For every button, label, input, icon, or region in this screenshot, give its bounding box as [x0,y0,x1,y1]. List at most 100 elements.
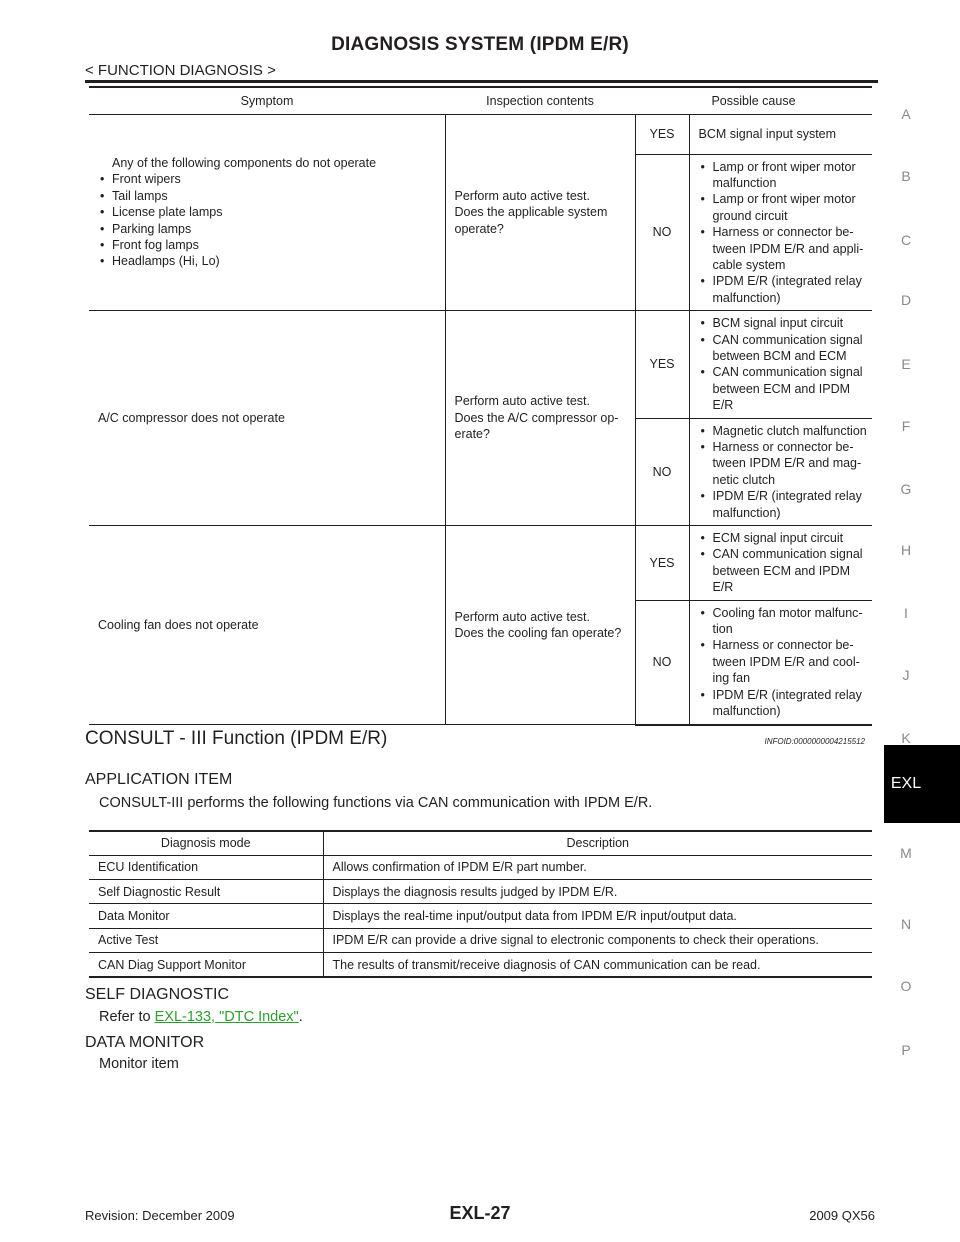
mode-cell: ECU Identification [89,855,323,880]
mode-cell: Self Diagnostic Result [89,879,323,905]
description-cell: IPDM E/R can provide a drive signal to e… [322,928,872,954]
cause-list: Magnetic clutch malfunction Harness or c… [699,423,869,521]
list-item: IPDM E/R (integrated relay malfunction) [699,488,869,521]
cause-header: Possible cause [635,87,872,115]
inspection-cell: Perform auto active test. Does the A/C c… [444,310,635,527]
revision-date: Revision: December 2009 [85,1208,235,1223]
cause-cell: Magnetic clutch malfunction Harness or c… [688,418,872,527]
side-index-letter[interactable]: O [900,978,912,994]
side-index-letter[interactable]: H [900,542,912,558]
table-row: Data Monitor Displays the real-time inpu… [89,903,872,929]
description-cell: Displays the real-time input/output data… [322,903,872,929]
cause-list: ECM signal input circuit CAN communicati… [699,530,869,596]
list-item: Lamp or front wiper motor malfunction [699,159,869,192]
info-id: INFOID:0000000004215512 [764,737,865,746]
side-index-letter[interactable]: I [904,605,908,621]
no-label: NO [634,600,689,726]
section-title: CONSULT - III Function (IPDM E/R) [85,728,388,749]
symptom-cell: Any of the following components do not o… [89,114,445,312]
side-index-letter[interactable]: G [900,481,912,497]
side-index-letter[interactable]: B [901,168,911,184]
description-header: Description [322,831,872,856]
side-index-active-label: EXL [890,775,922,792]
cause-cell: ECM signal input circuit CAN communicati… [688,525,872,601]
cause-cell: Cooling fan motor malfunc-tion Harness o… [688,600,872,726]
table-row: A/C compressor does not operate Perform … [89,310,872,527]
dtc-index-link[interactable]: EXL-133, "DTC Index" [154,1009,299,1025]
list-item: Harness or connector be-tween IPDM E/R a… [699,224,869,273]
list-item: BCM signal input circuit [699,315,869,332]
refer-prefix: Refer to [99,1009,155,1025]
mode-header: Diagnosis mode [89,831,323,856]
mode-cell: Active Test [89,928,323,954]
description-cell: Allows confirmation of IPDM E/R part num… [322,855,872,880]
list-item: Headlamps (Hi, Lo) [98,253,436,270]
side-index-letter[interactable]: C [900,232,912,248]
side-index-letter[interactable]: P [901,1042,911,1058]
inspection-cell: Perform auto active test. Does the cooli… [444,525,635,725]
symptom-cell: A/C compressor does not operate [89,310,445,527]
yes-label: YES [634,310,689,419]
side-index-letter[interactable]: M [900,845,912,861]
side-index: A B C D E F G H I J K M N O P [884,0,960,1242]
list-item: Harness or connector be-tween IPDM E/R a… [699,439,869,488]
symptom-list: Front wipers Tail lamps License plate la… [98,171,436,270]
list-item: ECM signal input circuit [699,530,869,547]
symptom-intro: Any of the following components do not o… [112,155,377,170]
symptom-table: Symptom Inspection contents Possible cau… [89,86,872,726]
list-item: Parking lamps [98,221,436,238]
table-row: Cooling fan does not operate Perform aut… [89,525,872,725]
side-index-letter[interactable]: D [900,292,912,308]
list-item: Front fog lamps [98,237,436,254]
table-row: Self Diagnostic Result Displays the diag… [89,879,872,905]
list-item: Magnetic clutch malfunction [699,423,869,440]
table-row: ECU Identification Allows confirmation o… [89,855,872,880]
symptom-header: Symptom [89,87,445,115]
side-index-active-tab[interactable]: EXL [884,745,960,823]
table-row: Any of the following components do not o… [89,114,872,312]
description-cell: Displays the diagnosis results judged by… [322,879,872,905]
cause-list: BCM signal input circuit CAN communicati… [699,315,869,413]
list-item: Front wipers [98,171,436,188]
yes-label: YES [634,525,689,601]
table-row: NO Magnetic clutch malfunction Harness o… [89,418,872,527]
list-item: Tail lamps [98,188,436,205]
cause-list: Cooling fan motor malfunc-tion Harness o… [699,605,869,720]
description-cell: The results of transmit/receive diagnosi… [322,952,872,977]
list-item: License plate lamps [98,204,436,221]
list-item: IPDM E/R (integrated relay malfunction) [699,273,869,306]
cause-list: Lamp or front wiper motor malfunction La… [699,159,869,307]
list-item: CAN communication signal between ECM and… [699,364,869,413]
side-index-letter[interactable]: E [901,356,911,372]
list-item: CAN communication signal between BCM and… [699,332,869,365]
list-item: CAN communication signal between ECM and… [699,546,869,595]
cause-cell: BCM signal input system [688,114,872,155]
application-text: CONSULT-III performs the following funct… [99,795,653,811]
inspection-cell: Perform auto active test. Does the appli… [444,114,635,312]
side-index-letter[interactable]: F [901,418,911,434]
list-item: Cooling fan motor malfunc-tion [699,605,869,638]
data-monitor-heading: DATA MONITOR [85,1034,205,1051]
page-number: EXL-27 [449,1203,511,1223]
table-row: NO Lamp or front wiper motor malfunction… [89,154,872,312]
model-year: 2009 QX56 [809,1208,875,1223]
diagnosis-mode-table: Diagnosis mode Description ECU Identific… [89,830,872,978]
refer-suffix: . [298,1009,303,1025]
no-label: NO [634,418,689,527]
table-row: Active Test IPDM E/R can provide a drive… [89,928,872,954]
application-heading: APPLICATION ITEM [85,771,233,788]
header-rule [85,80,878,83]
no-label: NO [634,154,689,312]
page-title: DIAGNOSIS SYSTEM (IPDM E/R) [331,34,629,55]
section-breadcrumb: < FUNCTION DIAGNOSIS > [85,62,276,79]
side-index-letter[interactable]: N [900,916,912,932]
side-index-letter[interactable]: A [901,106,911,122]
symptom-cell: Cooling fan does not operate [89,525,445,725]
table-row: NO Cooling fan motor malfunc-tion Harnes… [89,600,872,726]
inspection-header: Inspection contents [445,87,635,115]
data-monitor-text: Monitor item [99,1056,179,1072]
self-diagnostic-heading: SELF DIAGNOSTIC [85,986,230,1003]
side-index-letter[interactable]: J [902,667,910,683]
list-item: Lamp or front wiper motor ground circuit [699,191,869,224]
side-index-letter[interactable]: K [901,730,911,746]
